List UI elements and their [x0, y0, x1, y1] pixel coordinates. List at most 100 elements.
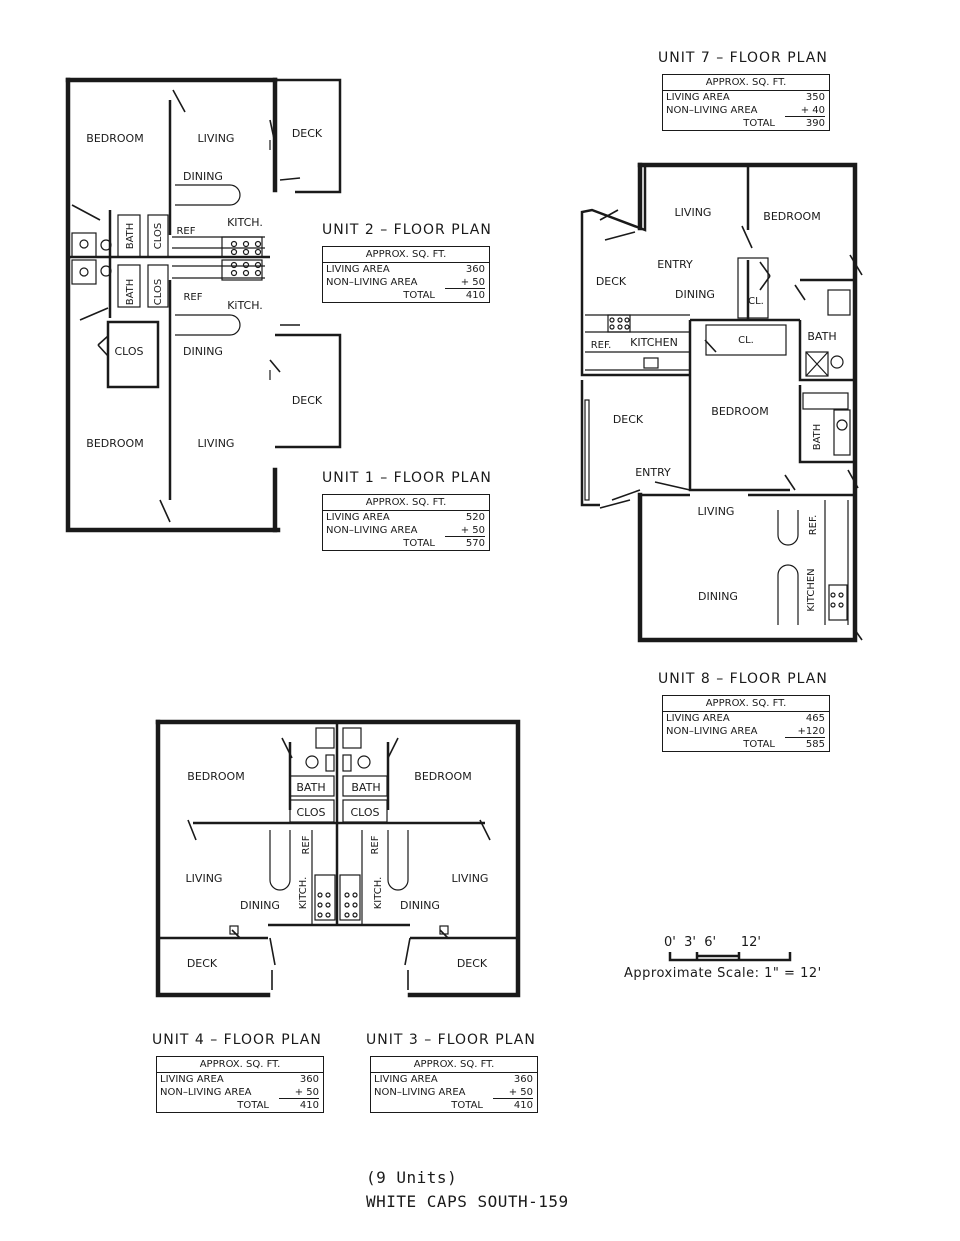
non-living-area-value: + 50: [445, 524, 485, 537]
total-label: TOTAL: [743, 118, 775, 129]
living-area-value: 360: [299, 1074, 319, 1085]
room-label-ref: REF: [370, 835, 381, 854]
room-label-cl: CL.: [748, 296, 764, 307]
living-area-value: 360: [465, 264, 485, 275]
unit-1-title: UNIT 1 – FLOOR PLAN: [322, 470, 492, 486]
room-label-ref: REF: [301, 835, 312, 854]
room-label-kitch: KITCH.: [298, 877, 309, 910]
unit-2-title: UNIT 2 – FLOOR PLAN: [322, 222, 492, 238]
room-label-bath: BATH: [296, 781, 325, 794]
sqft-header: APPROX. SQ. FT.: [157, 1057, 323, 1073]
unit-1-sqft-table: APPROX. SQ. FT. LIVING AREA 520 NON–LIVIN…: [322, 494, 490, 551]
room-label-dining: DINING: [698, 590, 738, 603]
room-label-living: LIVING: [675, 206, 712, 219]
building-name: WHITE CAPS SOUTH-159: [366, 1192, 569, 1211]
room-label-deck: DECK: [292, 127, 323, 140]
room-label-bath: BATH: [125, 223, 136, 250]
non-living-area-value: + 40: [785, 104, 825, 117]
room-label-clos: CLOS: [296, 806, 325, 819]
room-label-living: LIVING: [452, 872, 489, 885]
non-living-area-value: +120: [785, 725, 825, 738]
room-label-dining: DINING: [183, 170, 223, 183]
sqft-header: APPROX. SQ. FT.: [371, 1057, 537, 1073]
room-label-clos: CLOS: [350, 806, 379, 819]
room-label-ref: REF: [176, 226, 195, 237]
total-label: TOTAL: [403, 290, 435, 301]
total-value: 570: [465, 538, 485, 549]
room-label-living: LIVING: [198, 437, 235, 450]
room-label-ref: REF: [183, 292, 202, 303]
room-label-bedroom: BEDROOM: [86, 437, 143, 450]
room-label-entry: ENTRY: [635, 466, 671, 479]
room-label-kitch: KiTCH.: [227, 299, 263, 312]
scale-ticks: 0' 3' 6' 12': [664, 935, 761, 950]
living-area-value: 520: [465, 512, 485, 523]
living-area-value: 350: [805, 92, 825, 103]
room-label-deck: DECK: [613, 413, 644, 426]
unit-8-title: UNIT 8 – FLOOR PLAN: [658, 671, 828, 687]
room-label-dining: DINING: [183, 345, 223, 358]
living-area-label: LIVING AREA: [160, 1074, 224, 1085]
non-living-area-value: + 50: [279, 1086, 319, 1099]
total-value: 410: [513, 1100, 533, 1111]
room-label-living: LIVING: [698, 505, 735, 518]
scale-caption: Approximate Scale: 1" = 12': [624, 966, 822, 981]
non-living-area-label: NON–LIVING AREA: [666, 105, 758, 116]
room-labels: BEDROOM LIVING DECK DINING KITCH. REF BA…: [86, 127, 836, 970]
room-label-kitch: KITCH.: [373, 877, 384, 910]
total-label: TOTAL: [237, 1100, 269, 1111]
room-label-dining: DINING: [240, 899, 280, 912]
room-label-clos: CLOS: [153, 223, 164, 249]
room-label-bedroom: BEDROOM: [414, 770, 471, 783]
total-value: 410: [299, 1100, 319, 1111]
non-living-area-value: + 50: [445, 276, 485, 289]
room-label-entry: ENTRY: [657, 258, 693, 271]
sqft-header: APPROX. SQ. FT.: [323, 495, 489, 511]
room-label-bath: BATH: [812, 424, 823, 451]
living-area-label: LIVING AREA: [666, 713, 730, 724]
total-value: 585: [805, 739, 825, 750]
units-7-8-plan: [580, 162, 863, 643]
room-label-ref: REF.: [808, 515, 819, 536]
unit-4-sqft-table: APPROX. SQ. FT. LIVING AREA 360 NON–LIVIN…: [156, 1056, 324, 1113]
room-label-kitch: KITCH.: [227, 216, 263, 229]
room-label-clos: CLOS: [114, 345, 143, 358]
room-label-bedroom: BEDROOM: [86, 132, 143, 145]
living-area-label: LIVING AREA: [326, 512, 390, 523]
unit-7-sqft-table: APPROX. SQ. FT. LIVING AREA 350 NON–LIVIN…: [662, 74, 830, 131]
total-label: TOTAL: [451, 1100, 483, 1111]
non-living-area-label: NON–LIVING AREA: [160, 1087, 252, 1098]
total-label: TOTAL: [403, 538, 435, 549]
non-living-area-value: + 50: [493, 1086, 533, 1099]
unit-3-title: UNIT 3 – FLOOR PLAN: [366, 1032, 536, 1048]
room-label-deck: DECK: [596, 275, 627, 288]
room-label-living: LIVING: [198, 132, 235, 145]
room-label-deck: DECK: [457, 957, 488, 970]
room-label-clos: CLOS: [153, 279, 164, 305]
scale-bar: [668, 952, 792, 962]
living-area-label: LIVING AREA: [666, 92, 730, 103]
total-value: 410: [465, 290, 485, 301]
sqft-header: APPROX. SQ. FT.: [323, 247, 489, 263]
unit-3-sqft-table: APPROX. SQ. FT. LIVING AREA 360 NON–LIVIN…: [370, 1056, 538, 1113]
living-area-value: 360: [513, 1074, 533, 1085]
units-3-4-plan: [155, 719, 521, 998]
non-living-area-label: NON–LIVING AREA: [666, 726, 758, 737]
room-label-bath: BATH: [807, 330, 836, 343]
sqft-header: APPROX. SQ. FT.: [663, 75, 829, 91]
living-area-value: 465: [805, 713, 825, 724]
non-living-area-label: NON–LIVING AREA: [374, 1087, 466, 1098]
room-label-dining: DINING: [675, 288, 715, 301]
non-living-area-label: NON–LIVING AREA: [326, 525, 418, 536]
room-label-bath: BATH: [125, 279, 136, 306]
total-value: 390: [805, 118, 825, 129]
room-label-bath: BATH: [351, 781, 380, 794]
unit-7-title: UNIT 7 – FLOOR PLAN: [658, 50, 828, 66]
room-label-cl: CL.: [738, 335, 754, 346]
total-label: TOTAL: [743, 739, 775, 750]
unit-count: (9 Units): [366, 1168, 458, 1187]
living-area-label: LIVING AREA: [374, 1074, 438, 1085]
room-label-deck: DECK: [292, 394, 323, 407]
room-label-kitchen: KITCHEN: [630, 336, 678, 349]
